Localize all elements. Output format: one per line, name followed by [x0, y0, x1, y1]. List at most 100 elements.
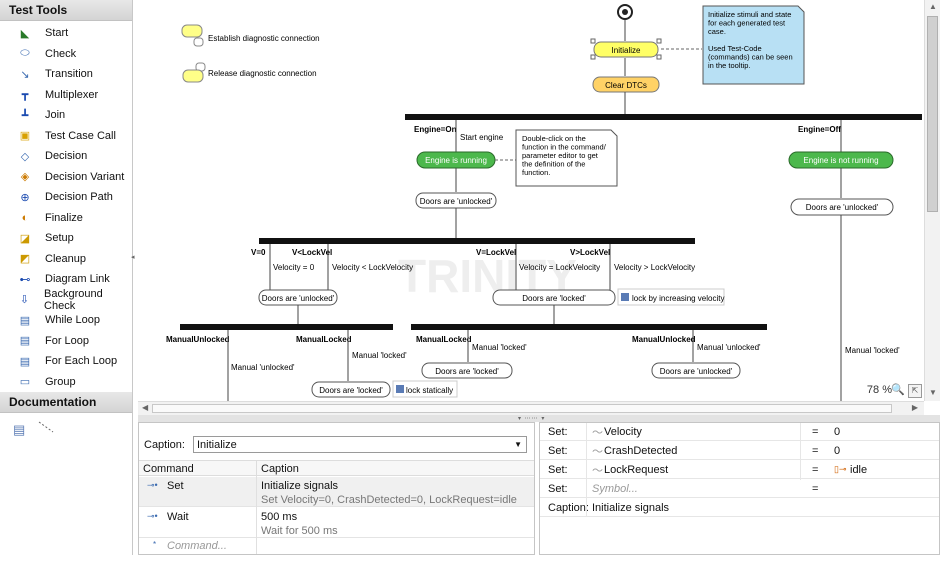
- doors-unlocked-node-mid[interactable]: Doors are 'unlocked': [651, 362, 741, 379]
- zoom-level: 78 %: [866, 384, 892, 396]
- tool-item-label: Finalize: [45, 211, 83, 224]
- doors-locked-node-left[interactable]: Doors are 'locked': [311, 381, 391, 398]
- command-editor-panel: Caption: Initialize ▼ Command Caption ⊸•…: [138, 422, 535, 555]
- symbol-name[interactable]: LockRequest: [604, 463, 669, 476]
- tool-item-for-each-loop[interactable]: ▤For Each Loop: [0, 351, 132, 372]
- symbol-input[interactable]: Symbol...: [592, 482, 638, 495]
- tool-item-decision-path[interactable]: ⊕Decision Path: [0, 187, 132, 208]
- tool-item-decision-variant[interactable]: ◈Decision Variant: [0, 167, 132, 188]
- symbol-name[interactable]: Velocity: [604, 425, 642, 438]
- horizontal-scroll-thumb[interactable]: [152, 404, 892, 413]
- caption-property-row[interactable]: Caption: Initialize signals: [540, 499, 939, 517]
- join-icon: ┻: [21, 109, 29, 122]
- tool-item-multiplexer[interactable]: ┳Multiplexer: [0, 85, 132, 106]
- scroll-left-icon[interactable]: ◀: [142, 403, 149, 412]
- column-command[interactable]: Command: [143, 463, 194, 475]
- tool-item-cleanup[interactable]: ◩Cleanup: [0, 249, 132, 270]
- engine-running-node[interactable]: Engine is running: [416, 151, 496, 169]
- tool-item-check[interactable]: ⬭Check: [0, 44, 132, 65]
- svg-text:lock statically: lock statically: [406, 386, 453, 395]
- command-table-header: Command Caption: [139, 460, 534, 476]
- tool-item-background-check[interactable]: ⇩Background Check: [0, 288, 132, 312]
- svg-text:V<LockVel: V<LockVel: [292, 248, 332, 257]
- property-value[interactable]: 0: [834, 444, 841, 457]
- zoom-icon[interactable]: 🔍: [891, 384, 905, 396]
- signal-icon: 〜: [592, 426, 603, 439]
- vertical-scrollbar[interactable]: ▲ ▼: [924, 0, 940, 401]
- tool-item-join[interactable]: ┻Join: [0, 105, 132, 126]
- doors-unlocked-node[interactable]: Doors are 'unlocked': [415, 192, 497, 209]
- tool-item-test-case-call[interactable]: ▣Test Case Call: [0, 126, 132, 147]
- initialize-node[interactable]: Initialize: [590, 38, 662, 60]
- engine-not-running-node[interactable]: Engine is not running: [788, 151, 894, 169]
- svg-text:Doors are 'locked': Doors are 'locked': [319, 386, 383, 395]
- tool-item-group[interactable]: ▭Group: [0, 372, 132, 393]
- doors-unlocked-node-right[interactable]: Doors are 'unlocked': [790, 198, 894, 216]
- caption-label: Caption:: [144, 438, 185, 451]
- svg-text:ManualUnlocked: ManualUnlocked: [632, 335, 696, 344]
- join-doors-locked-node[interactable]: Doors are 'locked': [492, 289, 616, 306]
- group-icon: ▭: [19, 376, 31, 389]
- link-icon[interactable]: [37, 420, 55, 434]
- svg-text:Manual 'locked': Manual 'locked': [472, 343, 527, 352]
- join-doors-unlocked-node[interactable]: Doors are 'unlocked': [258, 289, 338, 306]
- svg-text:ManualUnlocked: ManualUnlocked: [166, 335, 230, 344]
- collapse-handle-icon[interactable]: ◂: [131, 254, 135, 261]
- svg-text:Engine is not running: Engine is not running: [803, 156, 878, 165]
- set-command-icon: ⊸•: [147, 480, 158, 490]
- doors-locked-node-mid[interactable]: Doors are 'locked': [421, 362, 513, 379]
- fit-view-icon[interactable]: ⇱: [908, 384, 922, 398]
- tool-item-start[interactable]: ◣Start: [0, 23, 132, 44]
- caption-select[interactable]: Initialize ▼: [192, 436, 527, 453]
- tool-item-while-loop[interactable]: ▤While Loop: [0, 310, 132, 331]
- tool-item-label: While Loop: [45, 314, 101, 327]
- panel-splitter[interactable]: ▾ ⋯⋯ ▾: [138, 415, 940, 422]
- lock-statically-link[interactable]: lock statically: [392, 380, 458, 398]
- property-row[interactable]: Set:〜Velocity=0: [540, 423, 939, 441]
- column-caption[interactable]: Caption: [261, 463, 299, 475]
- tool-item-transition[interactable]: ↘Transition: [0, 64, 132, 85]
- tool-item-decision[interactable]: ◇Decision: [0, 146, 132, 167]
- svg-text:Engine is running: Engine is running: [425, 156, 487, 165]
- scroll-right-icon[interactable]: ▶: [911, 403, 918, 412]
- tool-item-finalize[interactable]: ◐Finalize: [0, 208, 132, 229]
- table-row[interactable]: ⊸• Set Initialize signals Set Velocity=0…: [139, 477, 534, 507]
- lock-increasing-link[interactable]: lock by increasing velocity: [617, 288, 725, 306]
- svg-text:V>LockVel: V>LockVel: [570, 248, 610, 257]
- svg-text:Manual 'locked': Manual 'locked': [352, 351, 407, 360]
- enum-icon: ▯⊸: [834, 464, 847, 474]
- property-value[interactable]: 0: [834, 425, 841, 438]
- property-value[interactable]: idle: [850, 463, 868, 476]
- horizontal-scrollbar[interactable]: ◀ ▶: [138, 401, 924, 415]
- background-check-icon: ⇩: [19, 294, 30, 307]
- property-row[interactable]: Set:〜CrashDetected=0: [540, 442, 939, 460]
- velocity-multiplexer-bar[interactable]: [259, 238, 695, 244]
- tool-item-for-loop[interactable]: ▤For Loop: [0, 331, 132, 352]
- wait-command-icon: ⊸•: [147, 511, 158, 521]
- scroll-up-icon[interactable]: ▲: [929, 2, 937, 11]
- manual-multiplexer-left[interactable]: [180, 324, 393, 330]
- manual-multiplexer-right[interactable]: [411, 324, 767, 330]
- clear-dtcs-node[interactable]: Clear DTCs: [592, 76, 660, 93]
- tool-item-label: For Loop: [45, 334, 90, 347]
- property-row[interactable]: Set:〜LockRequest=▯⊸idle: [540, 461, 939, 479]
- empty-property-row[interactable]: Set: Symbol... =: [540, 480, 939, 498]
- start-node-icon[interactable]: [617, 4, 633, 20]
- scroll-down-icon[interactable]: ▼: [929, 388, 937, 397]
- svg-text:Velocity = LockVelocity: Velocity = LockVelocity: [519, 263, 600, 272]
- symbol-name[interactable]: CrashDetected: [604, 444, 678, 457]
- tool-item-setup[interactable]: ◪Setup: [0, 228, 132, 249]
- new-command-row[interactable]: * Command...: [139, 539, 534, 554]
- command-input[interactable]: Command...: [167, 540, 227, 552]
- table-row[interactable]: ⊸• Wait 500 ms Wait for 500 ms: [139, 508, 534, 538]
- vertical-scroll-thumb[interactable]: [927, 16, 938, 212]
- signal-icon: 〜: [592, 464, 603, 477]
- diagram-canvas[interactable]: TRINITY Establish diagnostic connection …: [138, 0, 924, 401]
- tool-item-label: Diagram Link: [45, 273, 110, 286]
- multiplexer-bar[interactable]: [405, 114, 922, 120]
- tool-item-diagram-link[interactable]: ⊷Diagram Link: [0, 269, 132, 290]
- caption-value-field[interactable]: Initialize signals: [592, 501, 670, 514]
- document-icon[interactable]: ▤: [13, 422, 26, 437]
